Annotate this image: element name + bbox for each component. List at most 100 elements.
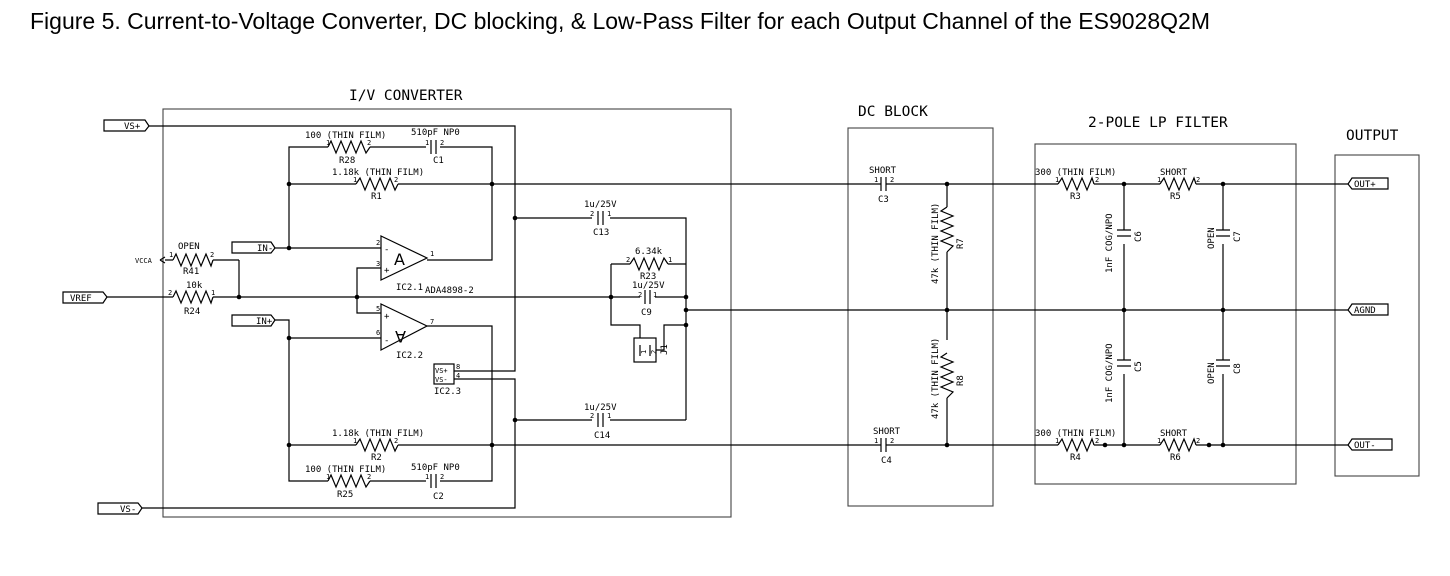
pin-label: 2 — [890, 176, 894, 184]
pin-label: 1 — [425, 473, 429, 481]
c3-ref: C3 — [878, 195, 889, 205]
r3-value: 300 (THIN FILM) — [1035, 168, 1116, 178]
pin-label: 2 — [440, 473, 444, 481]
pin-label: 1 — [874, 437, 878, 445]
capacitor-c7: OPEN C7 — [1207, 227, 1243, 249]
pin-label: 2 — [638, 291, 642, 299]
resistor-r5: SHORT R5 1 2 — [1157, 168, 1200, 202]
lp-filter-box — [1034, 143, 1297, 485]
pin-label: 1 — [353, 176, 357, 184]
capacitor-c8: OPEN C8 — [1207, 359, 1243, 384]
resistor-r41: OPEN R41 1 2 — [169, 242, 214, 277]
ic2-3-pin-bottom: VS- — [435, 376, 448, 384]
port-in-minus: IN- — [231, 241, 276, 254]
port-vcca-label: VCCA — [135, 257, 153, 265]
opamp-minus-sign: - — [384, 245, 389, 255]
pin-label: 1 — [430, 250, 434, 258]
c4-value: SHORT — [873, 427, 901, 437]
r5-ref: R5 — [1170, 192, 1181, 202]
ic2-3-pin-top: VS+ — [435, 367, 448, 375]
r2-ref: R2 — [371, 453, 382, 463]
pin-label: 1 — [607, 210, 611, 218]
ic2-1-symbol: A — [394, 250, 405, 269]
capacitor-c9: 1u/25V C9 2 1 — [632, 281, 665, 318]
c4-ref: C4 — [881, 456, 892, 466]
c3-value: SHORT — [869, 166, 897, 176]
section-label-lp: 2-POLE LP FILTER — [1088, 115, 1228, 131]
j1-ref: J1 — [660, 344, 670, 355]
port-vs-plus: VS+ — [103, 119, 150, 132]
port-agnd: AGND — [1347, 303, 1389, 316]
pin-label: 2 — [168, 289, 172, 297]
resistor-r4: 300 (THIN FILM) R4 1 2 — [1035, 429, 1116, 463]
opamp-plus-sign: + — [384, 266, 390, 276]
r23-value: 6.34k — [635, 247, 663, 257]
resistor-r8: 47k (THIN FILM) R8 — [931, 338, 966, 419]
c5-value: 1nF COG/NPO — [1105, 343, 1115, 403]
pin-label: 1 — [1055, 437, 1059, 445]
pin-label: 2 — [1196, 176, 1200, 184]
section-label-iv: I/V CONVERTER — [349, 88, 463, 104]
pin-label: 7 — [430, 318, 434, 326]
resistor-r28: 100 (THIN FILM) R28 1 2 — [305, 131, 386, 166]
r5-value: SHORT — [1160, 168, 1188, 178]
r41-ref: R41 — [183, 267, 199, 277]
c13-value: 1u/25V — [584, 200, 617, 210]
pin-label: 2 — [394, 437, 398, 445]
opamp-plus-sign: + — [384, 312, 390, 322]
r41-value: OPEN — [178, 242, 200, 252]
pin-label: 1 — [653, 291, 657, 299]
pin-label: 1 — [326, 139, 330, 147]
capacitor-c6: 1nF COG/NPO C6 — [1105, 213, 1144, 273]
r23-ref: R23 — [640, 272, 656, 282]
capacitor-c1: 510pF NP0 C1 1 2 — [411, 128, 460, 166]
resistor-r24: 10k R24 2 1 — [168, 281, 215, 317]
c14-ref: C14 — [594, 431, 610, 441]
c8-value: OPEN — [1207, 362, 1217, 384]
c5-ref: C5 — [1134, 361, 1144, 372]
r1-ref: R1 — [371, 192, 382, 202]
port-vref-label: VREF — [70, 294, 92, 304]
pin-label: 2 — [210, 251, 214, 259]
port-in-plus: IN+ — [231, 314, 276, 327]
pin-label: 1 — [607, 412, 611, 420]
ic2-1-ref: IC2.1 — [396, 283, 423, 293]
pin-label: 1 — [1055, 176, 1059, 184]
pin-label: 2 — [440, 139, 444, 147]
r8-value: 47k (THIN FILM) — [931, 338, 941, 419]
pin-label: 5 — [376, 305, 380, 313]
c1-ref: C1 — [433, 156, 444, 166]
r4-value: 300 (THIN FILM) — [1035, 429, 1116, 439]
output-box — [1334, 154, 1420, 477]
pin-label: 2 — [367, 473, 371, 481]
r24-value: 10k — [186, 281, 203, 291]
iv-converter-box — [162, 108, 732, 518]
r3-ref: R3 — [1070, 192, 1081, 202]
r2-value: 1.18k (THIN FILM) — [332, 429, 424, 439]
port-vs-minus: VS- — [97, 502, 143, 515]
r8-ref: R8 — [956, 375, 966, 386]
port-vref: VREF — [62, 291, 108, 304]
pin-label: 2 — [650, 350, 658, 354]
pin-label: 2 — [590, 210, 594, 218]
pin-label: 2 — [394, 176, 398, 184]
opamp-ic2-1: A - + 2 3 1 IC2.1 ADA4898-2 — [376, 235, 474, 296]
capacitor-c13: 1u/25V C13 2 1 — [584, 200, 617, 238]
r1-value: 1.18k (THIN FILM) — [332, 168, 424, 178]
ic2-3-ref: IC2.3 — [434, 387, 461, 397]
c6-value: 1nF COG/NPO — [1105, 213, 1115, 273]
resistor-r1: 1.18k (THIN FILM) R1 1 2 — [332, 168, 424, 202]
r24-ref: R24 — [184, 307, 200, 317]
section-label-dc: DC BLOCK — [858, 104, 928, 120]
pin-label: 2 — [1095, 437, 1099, 445]
pin-label: 1 — [353, 437, 357, 445]
port-vs-minus-label: VS- — [120, 505, 136, 515]
c7-value: OPEN — [1207, 227, 1217, 249]
r6-ref: R6 — [1170, 453, 1181, 463]
port-in-minus-label: IN- — [257, 244, 273, 254]
pin-label: 2 — [890, 437, 894, 445]
wiring — [107, 125, 1348, 509]
dc-block-box — [847, 127, 994, 507]
figure-title: Figure 5. Current-to-Voltage Converter, … — [30, 8, 1210, 34]
c13-ref: C13 — [593, 228, 609, 238]
